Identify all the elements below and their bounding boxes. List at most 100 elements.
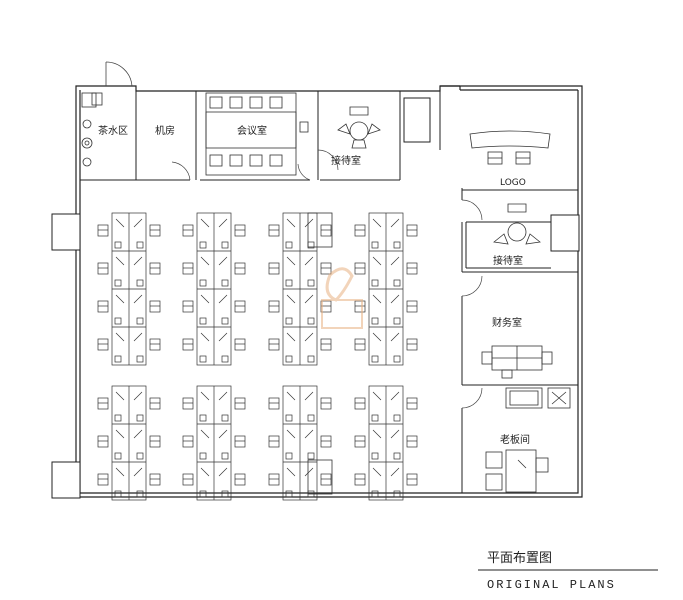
office-chair — [320, 397, 332, 410]
columns — [51, 97, 580, 499]
file-cabinet — [307, 212, 333, 248]
office-chair — [97, 397, 109, 410]
meeting-chair — [249, 154, 263, 167]
reception-right-furniture — [493, 203, 541, 245]
meeting-chairs — [209, 96, 283, 167]
office-chair — [268, 397, 280, 410]
workstation-cluster — [268, 212, 332, 366]
reception-right-label: 接待室 — [493, 254, 523, 267]
office-chair — [268, 338, 280, 351]
server-room-label: 机房 — [155, 124, 175, 137]
office-chair — [320, 262, 332, 275]
office-chair — [268, 300, 280, 313]
logo-desk — [469, 130, 551, 165]
office-chair — [182, 300, 194, 313]
office-chair — [234, 338, 246, 351]
office-chair — [406, 300, 418, 313]
office-chair — [268, 262, 280, 275]
meeting-chair — [209, 154, 223, 167]
meeting-room-label: 会议室 — [237, 124, 267, 137]
office-chair — [320, 338, 332, 351]
workstation-cluster — [354, 385, 418, 501]
office-chair — [182, 338, 194, 351]
office-chair — [97, 435, 109, 448]
meeting-chair — [249, 96, 263, 109]
office-chair — [234, 397, 246, 410]
workstation-cluster — [182, 212, 246, 366]
office-chair — [354, 473, 366, 486]
office-chair — [182, 262, 194, 275]
workstation-cluster — [182, 385, 246, 501]
office-chair — [149, 397, 161, 410]
meeting-room — [205, 92, 297, 176]
tea-area-fixtures — [81, 92, 103, 167]
office-chair — [97, 224, 109, 237]
meeting-chair — [209, 96, 223, 109]
office-chair — [234, 224, 246, 237]
meeting-side-chair — [299, 121, 309, 133]
office-chair — [234, 435, 246, 448]
workstation-clusters — [97, 212, 418, 501]
office-chair — [182, 397, 194, 410]
workstation-cluster — [97, 212, 161, 366]
workstation-cluster — [354, 212, 418, 366]
top-rooms-walls — [80, 91, 441, 181]
reception-top-label: 接待室 — [331, 154, 361, 167]
office-chair — [234, 473, 246, 486]
office-chair — [182, 473, 194, 486]
office-chair — [320, 435, 332, 448]
meeting-chair — [269, 154, 283, 167]
reception-top-furniture — [337, 106, 381, 149]
outer-walls — [75, 85, 583, 498]
office-chair — [97, 338, 109, 351]
office-chair — [406, 224, 418, 237]
logo-label: LOGO — [500, 178, 526, 188]
office-chair — [97, 473, 109, 486]
office-chair — [406, 473, 418, 486]
office-chair — [354, 300, 366, 313]
office-chair — [149, 224, 161, 237]
plan-title-en: ORIGINAL PLANS — [487, 578, 616, 592]
plan-title-cn: 平面布置图 — [487, 551, 552, 566]
office-chair — [182, 224, 194, 237]
office-chair — [354, 397, 366, 410]
entrance-door — [105, 61, 133, 87]
office-chair — [268, 473, 280, 486]
office-chair — [406, 338, 418, 351]
watermark-logo — [321, 267, 363, 329]
boss-room-furniture — [485, 387, 571, 493]
office-chair — [320, 473, 332, 486]
office-chair — [320, 224, 332, 237]
office-chair — [182, 435, 194, 448]
office-chair — [406, 397, 418, 410]
office-chair — [149, 473, 161, 486]
office-chair — [149, 435, 161, 448]
meeting-chair — [269, 96, 283, 109]
office-chair — [354, 262, 366, 275]
office-chair — [354, 435, 366, 448]
office-chair — [149, 338, 161, 351]
office-chair — [406, 262, 418, 275]
office-chair — [234, 262, 246, 275]
office-chair — [268, 224, 280, 237]
finance-room-label: 财务室 — [492, 316, 522, 329]
office-chair — [268, 435, 280, 448]
office-chair — [234, 300, 246, 313]
tea-area-label: 茶水区 — [98, 124, 128, 137]
office-chair — [149, 300, 161, 313]
office-chair — [354, 338, 366, 351]
office-chair — [354, 224, 366, 237]
meeting-chair — [229, 154, 243, 167]
office-chair — [149, 262, 161, 275]
right-rooms-walls — [461, 188, 578, 493]
file-cabinet — [307, 459, 333, 495]
finance-furniture — [481, 345, 553, 379]
workstation-cluster — [268, 385, 332, 501]
meeting-chair — [229, 96, 243, 109]
office-chair — [406, 435, 418, 448]
office-chair — [97, 300, 109, 313]
office-chair — [97, 262, 109, 275]
workstation-cluster — [97, 385, 161, 501]
